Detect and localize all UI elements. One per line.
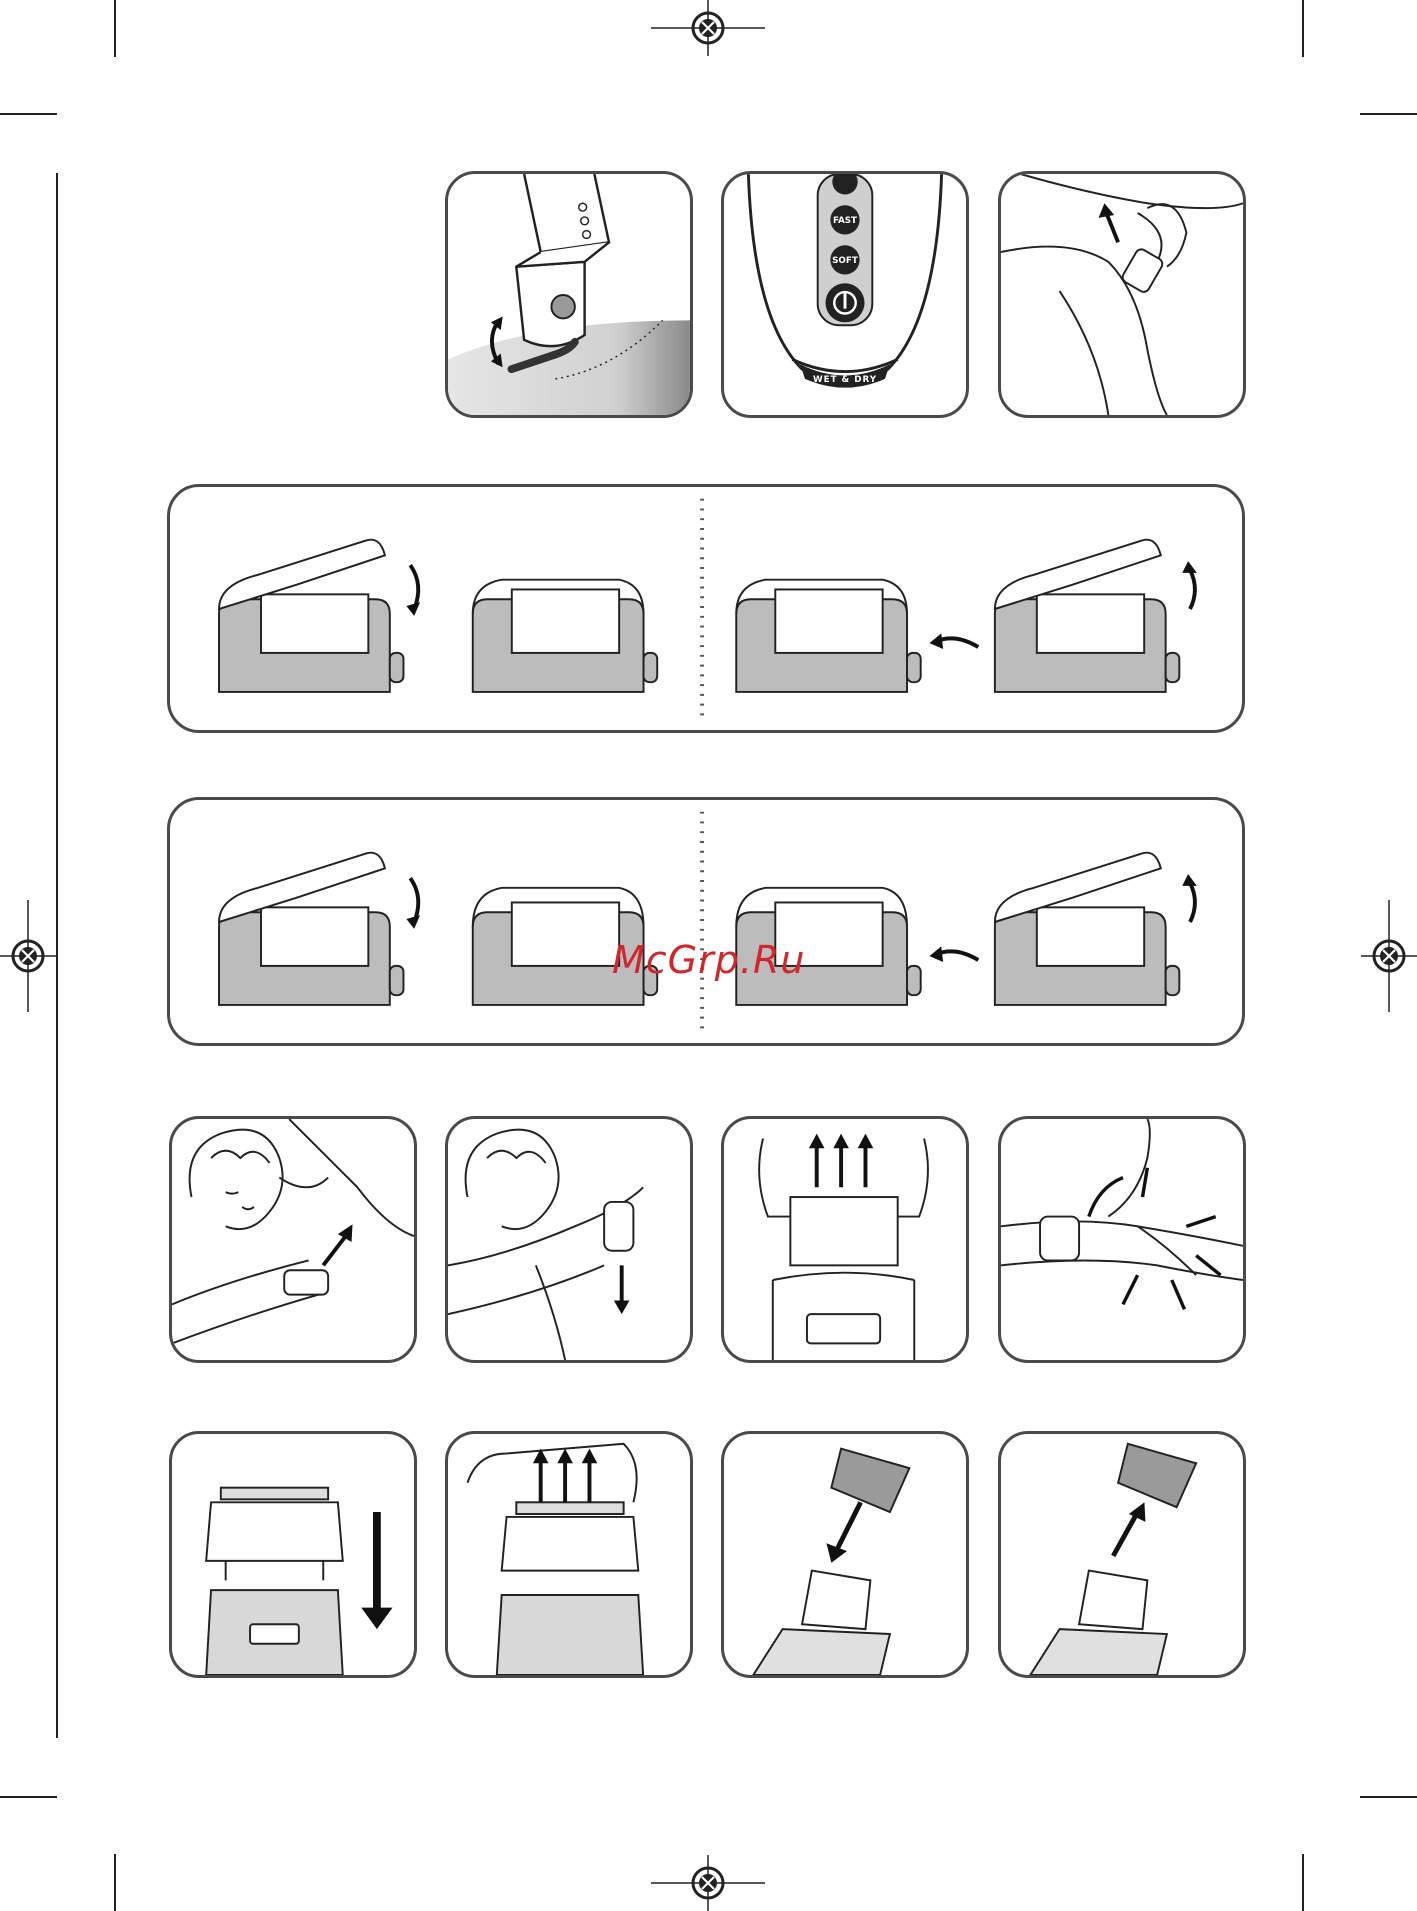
wet-dry-label: WET & DRY [813,375,877,385]
illustration-shaver-head-insert [169,1431,417,1678]
arrow-icon [1190,570,1195,609]
illustration-comb-detach [998,1431,1246,1678]
illustration-underarm-1 [169,1116,417,1363]
illustration-remove-cap [721,1116,969,1363]
arrow-icon [1190,883,1195,922]
svg-text:FAST: FAST [833,216,857,226]
illustration-cap-fitting-a [167,484,1245,733]
illustration-control-buttons: WET & DRY FAST SOFT [721,171,969,418]
watermark: McGrp.Ru [612,938,805,982]
arrow-icon [826,1502,860,1562]
registration-mark-icon [651,1855,765,1911]
illustration-head-pivot [445,171,693,418]
arrow-icon [410,565,418,609]
illustration-cap-fitting-b [167,797,1245,1046]
registration-mark-icon [1361,900,1417,1012]
arrow-icon [1106,213,1118,242]
illustration-leg-epilation [998,171,1246,418]
illustration-comb-attach [721,1431,969,1678]
illustration-shaver-head-remove [445,1431,693,1678]
arrow-icon [410,878,418,922]
registration-mark-icon [0,900,56,1012]
arrow-icon [1113,1502,1145,1556]
arrow-icon [361,1512,392,1629]
registration-mark-icon [651,0,765,56]
arrow-icon [323,1236,345,1265]
illustration-arm-hand [998,1116,1246,1363]
illustration-underarm-2 [445,1116,693,1363]
svg-text:SOFT: SOFT [832,256,858,266]
